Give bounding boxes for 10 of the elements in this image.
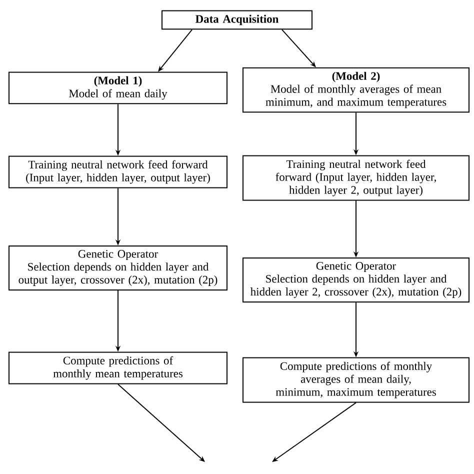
process-box: Genetic Operator Selection depends on hidden layer and hidden layer 2, crossover (2x), mutation (2p) bbox=[242, 258, 470, 302]
process-box: Genetic Operator Selection depends on hidden layer and output layer, crossover (2x), mutation (2p) bbox=[8, 246, 228, 290]
arrow bbox=[118, 384, 205, 462]
model-box: (Model 2) Model of monthly averages of mean minimum, and maximum temperatures bbox=[242, 67, 470, 113]
model-box: (Model 1) Model of mean daily bbox=[8, 72, 228, 104]
process-box: Training neutral network feed forward (Input layer, hidden layer, hidden layer 2, output layer) bbox=[242, 155, 470, 201]
process-box: Training neutral network feed forward (Input layer, hidden layer, output layer) bbox=[8, 156, 228, 188]
process-box: Compute predictions of monthly mean temperatures bbox=[8, 352, 228, 384]
process-box: Compute predictions of monthly averages of mean daily, minimum, maximum temperatures bbox=[242, 357, 470, 403]
process-box: Data Acquisition bbox=[162, 10, 312, 30]
